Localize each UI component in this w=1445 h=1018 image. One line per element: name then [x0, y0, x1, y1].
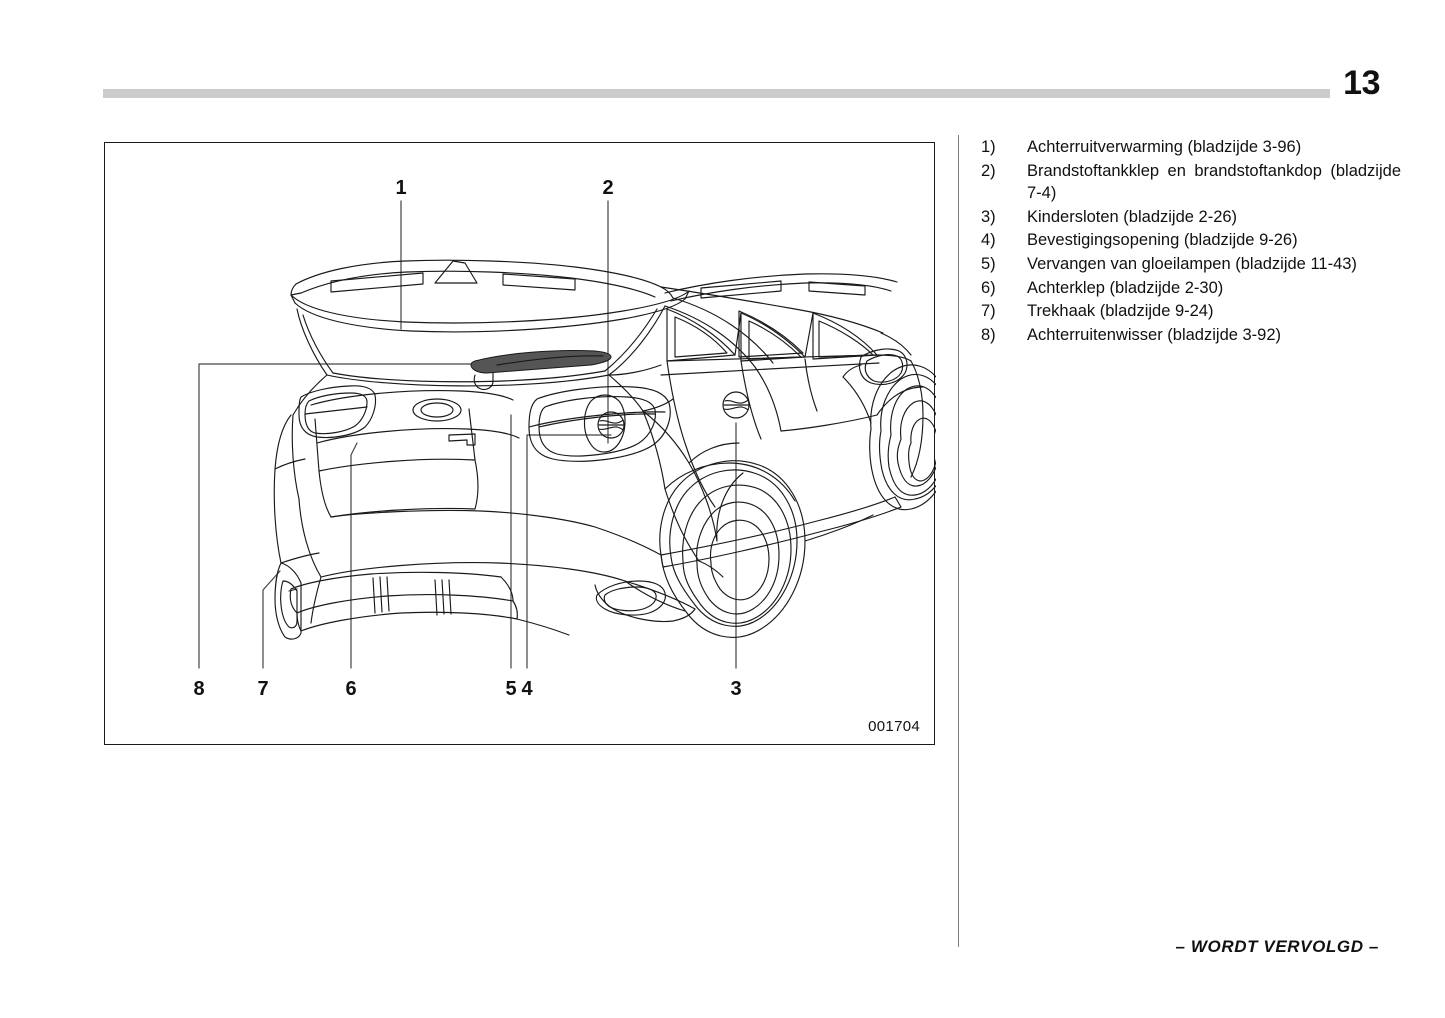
legend-number: 2) — [981, 161, 996, 180]
legend-list: 1) Achterruitverwarming (bladzijde 3-96)… — [981, 136, 1401, 347]
list-item: 7) Trekhaak (bladzijde 9-24) — [981, 300, 1401, 323]
list-item: 1) Achterruitverwarming (bladzijde 3-96) — [981, 136, 1401, 159]
legend-label: Achterruitverwarming (bladzijde 3-96) — [1027, 138, 1302, 156]
legend-number: 7) — [981, 302, 996, 321]
child-lock-screw-front — [722, 391, 750, 419]
header-rule — [103, 89, 1330, 98]
continued-note: – WORDT VERVOLGD – — [1175, 937, 1379, 956]
child-lock-screw-rear — [597, 411, 625, 439]
legend-label: Achterklep (bladzijde 2-30) — [1027, 278, 1224, 297]
callout-8: 8 — [193, 678, 204, 700]
list-item: 8) Achterruitenwisser (bladzijde 3-92) — [981, 324, 1401, 347]
callout-numbers: 1 2 3 4 5 6 7 8 5 — [193, 177, 741, 700]
callout-4: 4 — [521, 678, 533, 700]
legend-label: Trekhaak (bladzijde 9-24) — [1027, 302, 1214, 321]
list-item: 2) Brandstoftankklep en brandstoftankdop… — [981, 160, 1401, 205]
list-item: 5) Vervangen van gloeilampen (bladzijde … — [981, 253, 1401, 276]
fuel-filler-door — [583, 394, 626, 453]
column-divider — [958, 135, 959, 947]
callout-6: 6 — [345, 678, 356, 700]
figure-caption: 001704 — [868, 718, 920, 735]
legend-number: 8) — [981, 325, 996, 344]
legend-label: Achterruitenwisser (bladzijde 3-92) — [1027, 325, 1282, 344]
legend-number: 6) — [981, 278, 996, 297]
legend-number: 3) — [981, 207, 996, 226]
callout-3: 3 — [730, 678, 741, 700]
list-item: 4) Bevestigingsopening (bladzijde 9-26) — [981, 229, 1401, 252]
vehicle-rear-diagram: 1 2 3 4 5 6 7 8 5 — [193, 177, 936, 700]
list-item: 3) Kindersloten (bladzijde 2-26) — [981, 206, 1401, 229]
callout-2: 2 — [602, 177, 613, 199]
legend-number: 4) — [981, 231, 996, 250]
legend-label: Vervangen van gloeilampen (bladzijde 11-… — [1027, 254, 1357, 273]
callout-7: 7 — [257, 678, 268, 700]
callout-leader-lines — [198, 200, 737, 669]
page-number: 13 — [1343, 64, 1380, 102]
legend-label: Kindersloten (bladzijde 2-26) — [1027, 207, 1238, 226]
legend-label: Brandstoftankklep en brandstoftankdop (b… — [1027, 161, 1401, 203]
list-item: 6) Achterklep (bladzijde 2-30) — [981, 277, 1401, 300]
legend-number: 5) — [981, 254, 996, 273]
callout-5-visible: 5 — [505, 678, 516, 700]
legend-number: 1) — [981, 138, 996, 156]
vehicle-outline — [273, 259, 936, 640]
legend-label: Bevestigingsopening (bladzijde 9-26) — [1027, 231, 1298, 250]
figure-frame: 1 2 3 4 5 6 7 8 5 001704 — [104, 142, 936, 745]
callout-1: 1 — [395, 177, 406, 199]
